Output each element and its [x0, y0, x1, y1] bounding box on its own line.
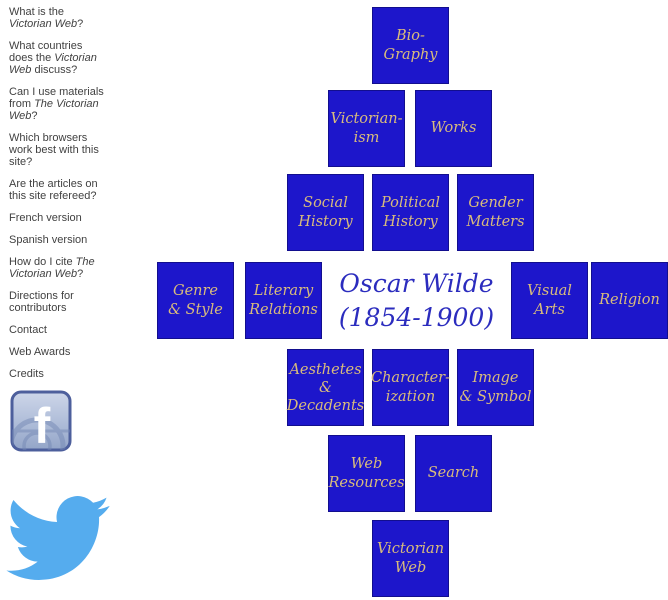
tile-web-resources[interactable]: Web Resources — [328, 435, 405, 512]
tile-victorian-web[interactable]: Victorian Web — [372, 520, 449, 597]
sidebar-link-credits[interactable]: Credits — [9, 368, 107, 380]
sidebar-link-directions-contributors[interactable]: Directions for contributors — [9, 290, 107, 314]
tile-gender-matters[interactable]: Gender Matters — [457, 174, 534, 251]
tile-image-symbol[interactable]: Image & Symbol — [457, 349, 534, 426]
tile-works[interactable]: Works — [415, 90, 492, 167]
tile-biography[interactable]: Bio- Graphy — [372, 7, 449, 84]
tile-victorianism[interactable]: Victorian- ism — [328, 90, 405, 167]
tile-search[interactable]: Search — [415, 435, 492, 512]
sidebar-link-text: Credits — [9, 368, 44, 380]
sidebar-link-text: What countries does the — [9, 40, 83, 64]
sidebar-link-text: Contact — [9, 324, 47, 336]
sidebar-link-what-is-victorian-web[interactable]: What is the Victorian Web? — [9, 6, 107, 30]
svg-text:f: f — [34, 398, 51, 452]
sidebar-link-contact[interactable]: Contact — [9, 324, 107, 336]
sidebar-link-text: Can I use materials from — [9, 86, 104, 110]
facebook-icon[interactable]: f — [10, 390, 72, 455]
social-icons: f — [6, 390, 110, 584]
page-title-dates: (1854-1900) — [338, 302, 495, 332]
facebook-logo-svg: f — [10, 390, 72, 452]
sidebar-link-text: Directions for contributors — [9, 290, 74, 314]
page-title-name: Oscar Wilde — [339, 268, 494, 298]
tile-genre-style[interactable]: Genre & Style — [157, 262, 234, 339]
sidebar-link-text: Victorian Web — [9, 52, 97, 76]
sidebar-link-how-do-i-cite[interactable]: How do I cite The Victorian Web? — [9, 256, 107, 280]
tile-characterization[interactable]: Character- ization — [371, 349, 450, 426]
tile-aesthetes-decadents[interactable]: Aesthetes & Decadents — [287, 349, 364, 426]
sidebar-link-text: Victorian Web — [9, 18, 78, 30]
sidebar-link-articles-refereed[interactable]: Are the articles on this site refereed? — [9, 178, 107, 202]
sidebar-link-text: The Victorian Web — [9, 98, 99, 122]
sidebar-link-which-browsers[interactable]: Which browsers work best with this site? — [9, 132, 107, 168]
sidebar-link-text: Web Awards — [9, 346, 71, 358]
sidebar: What is the Victorian Web? What countrie… — [6, 6, 110, 584]
sidebar-link-text: ? — [31, 110, 38, 122]
sidebar-link-text: discuss? — [31, 64, 78, 76]
tile-visual-arts[interactable]: Visual Arts — [511, 262, 588, 339]
tile-social-history[interactable]: Social History — [287, 174, 364, 251]
page-title: Oscar Wilde (1854-1900) — [322, 262, 511, 339]
sidebar-link-french-version[interactable]: French version — [9, 212, 107, 224]
sidebar-link-text: How do I cite — [9, 256, 76, 268]
sidebar-link-text: The Victorian Web — [9, 256, 95, 280]
tile-political-history[interactable]: Political History — [372, 174, 449, 251]
twitter-icon[interactable] — [6, 495, 110, 584]
sidebar-link-can-i-use-materials[interactable]: Can I use materials from The Victorian W… — [9, 86, 107, 122]
sidebar-link-text: Spanish version — [9, 234, 88, 246]
tile-literary-relations[interactable]: Literary Relations — [245, 262, 322, 339]
sidebar-link-text: ? — [77, 268, 84, 280]
tile-religion[interactable]: Religion — [591, 262, 668, 339]
sidebar-link-text: ? — [77, 18, 84, 30]
twitter-bird-svg — [6, 496, 110, 580]
sidebar-link-text: Are the articles on this site refereed? — [9, 178, 98, 202]
sidebar-link-spanish-version[interactable]: Spanish version — [9, 234, 107, 246]
sidebar-link-text: French version — [9, 212, 82, 224]
sidebar-link-text: What is the — [9, 6, 65, 18]
sidebar-link-text: Which browsers work best with this site? — [9, 132, 99, 168]
sidebar-link-what-countries[interactable]: What countries does the Victorian Web di… — [9, 40, 107, 76]
sidebar-link-web-awards[interactable]: Web Awards — [9, 346, 107, 358]
